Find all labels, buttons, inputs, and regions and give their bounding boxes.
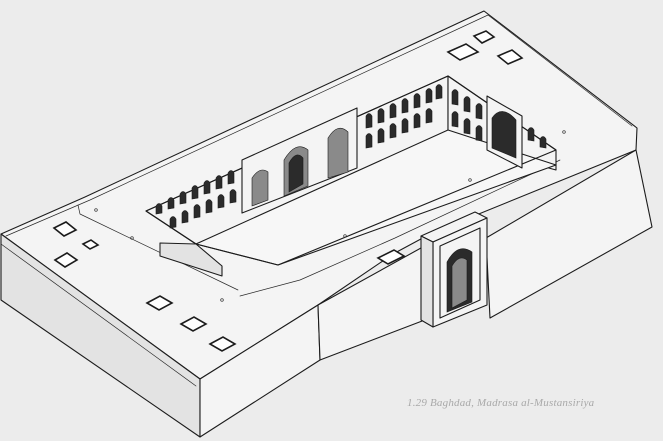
iwan-left-arch-3 [251, 169, 269, 207]
iwan-left-arch-2 [327, 127, 349, 179]
entrance-doorway-recess [451, 257, 468, 309]
skylight-3 [53, 252, 79, 268]
skylight-7 [376, 249, 406, 265]
skylight-1 [52, 221, 78, 237]
skylight-6 [208, 336, 237, 352]
arcade-right-wall [451, 89, 547, 149]
arcade-lower-row [169, 108, 433, 229]
skylight-5 [179, 316, 208, 332]
roof-step-line [0, 243, 197, 387]
skylight-10 [496, 49, 524, 65]
roof-skylights [52, 30, 524, 352]
skylight-9 [472, 30, 496, 44]
outer-wall-right-far [485, 149, 653, 319]
entrance-portal-side [420, 235, 434, 328]
skylight-4 [145, 295, 174, 311]
iwan-right-arch [491, 111, 517, 159]
arcade-upper-row [155, 84, 443, 215]
skylight-8 [446, 43, 480, 61]
courtyard-rim [145, 75, 557, 266]
parapet-line-front [5, 14, 633, 237]
roof-markers [94, 130, 566, 302]
skylight-2 [81, 239, 100, 250]
figure-caption: 1.29 Baghdad, Madrasa al-Mustansiriya [407, 397, 595, 409]
iwan-left-arch-inner [288, 154, 304, 193]
